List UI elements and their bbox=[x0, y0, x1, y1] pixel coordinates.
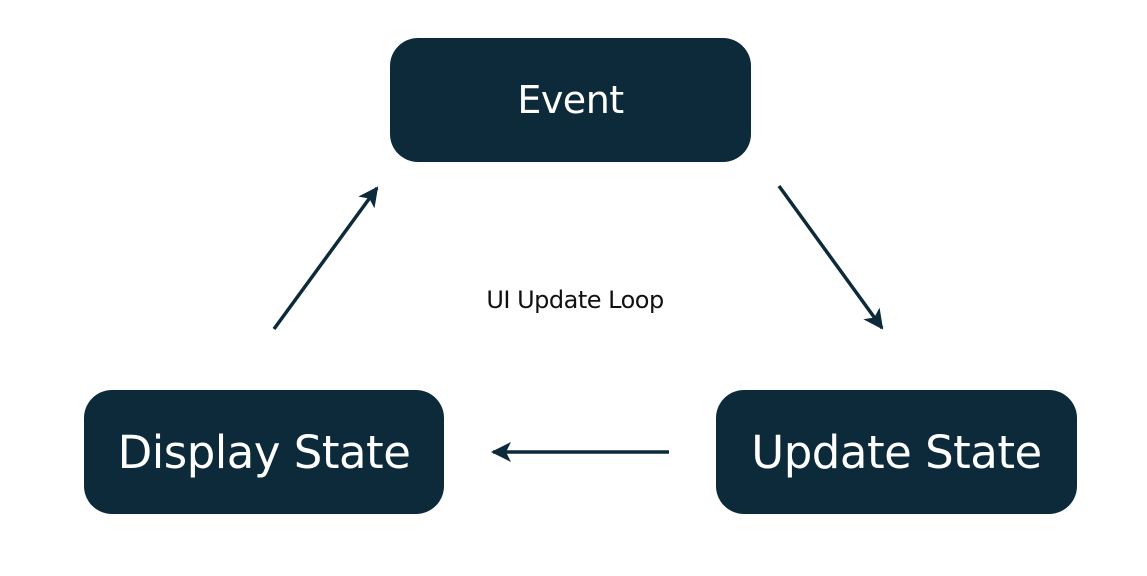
update-state-node-label: Update State bbox=[751, 425, 1042, 479]
event-node: Event bbox=[390, 38, 751, 162]
loop-label: UI Update Loop bbox=[486, 286, 664, 314]
arrow-event-to-update-state bbox=[777, 184, 884, 330]
arrow-display-state-to-event bbox=[272, 186, 379, 331]
display-state-node-label: Display State bbox=[117, 425, 411, 479]
update-state-node: Update State bbox=[716, 390, 1077, 514]
display-state-node: Display State bbox=[84, 390, 444, 514]
event-node-label: Event bbox=[517, 78, 624, 122]
